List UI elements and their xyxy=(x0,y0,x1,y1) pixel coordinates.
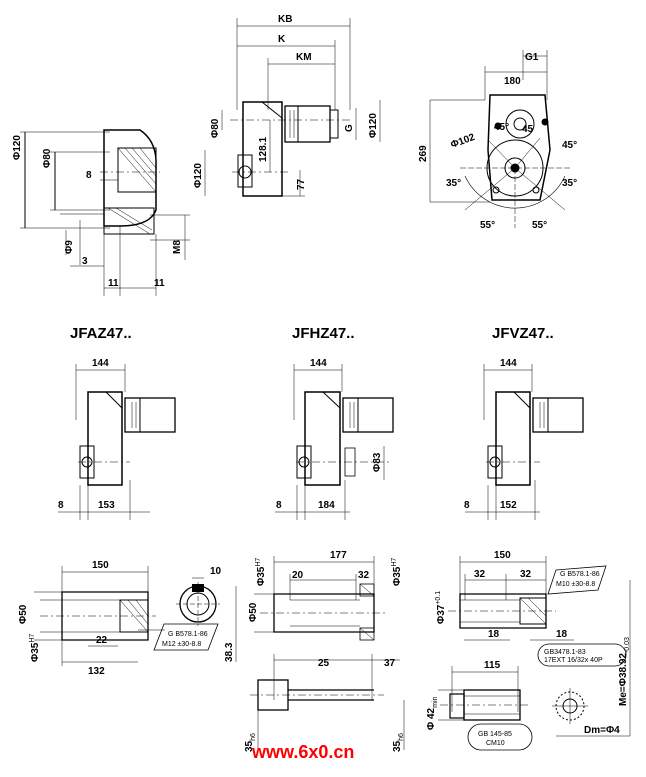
angle-35-left: 35° xyxy=(446,178,461,189)
dim-11-a: 11 xyxy=(108,278,119,289)
dim-kb: KB xyxy=(278,14,292,25)
jfaz47-view xyxy=(58,364,176,520)
shaftL-dim-132: 132 xyxy=(88,666,105,677)
angle-55-left: 55° xyxy=(480,220,495,231)
dim-269: 269 xyxy=(418,145,429,162)
jfhz-dim-184: 184 xyxy=(318,500,335,511)
dim-phi120: Φ120 xyxy=(12,135,23,160)
shaftR-standard-6: CM10 xyxy=(486,740,505,747)
shaftR-dim-150: 150 xyxy=(494,550,511,561)
dim-km: KM xyxy=(296,52,312,63)
dim-k: K xyxy=(278,34,286,45)
jfvz-dim-144: 144 xyxy=(500,358,517,369)
jfvz-dim-8: 8 xyxy=(464,500,470,511)
dim-11-b: 11 xyxy=(154,278,165,289)
shaftR-dim-32-b: 32 xyxy=(520,569,532,580)
angle-55-right: 55° xyxy=(532,220,547,231)
jfhz-dim-phi83: Φ83 xyxy=(372,452,383,472)
shaftL-dim-phi50: Φ50 xyxy=(18,604,29,624)
shaftR-dim-me: Me=Φ38.92-0.03 xyxy=(618,637,631,706)
dim-8: 8 xyxy=(86,170,92,181)
shaftR-dim-115: 115 xyxy=(484,660,501,671)
shaftL-dim-10: 10 xyxy=(210,566,222,577)
title-jfhz47: JFHZ47.. xyxy=(292,325,355,342)
splined-shaft-right xyxy=(438,556,631,751)
hollow-shaft-middle xyxy=(250,556,405,750)
shaftR-standard-2: M10 ±30-8.8 xyxy=(556,581,595,588)
watermark-text: www.6x0.cn xyxy=(251,742,354,762)
jfvz47-view xyxy=(465,364,584,520)
flange-section-view xyxy=(20,129,190,296)
gearmotor-side-view xyxy=(204,18,381,197)
title-jfvz47: JFVZ47.. xyxy=(492,325,554,342)
dim-g: G xyxy=(344,124,355,132)
hollow-shaft-left xyxy=(34,566,237,666)
shaftM-dim-phi50: Φ50 xyxy=(248,602,259,622)
dim-phi9: Φ9 xyxy=(64,240,75,254)
shaftR-dim-32-a: 32 xyxy=(474,569,486,580)
shaftM-dim-32: 32 xyxy=(358,570,370,581)
shaftM-dim-20: 20 xyxy=(292,570,304,581)
shaftM-dim-35h6-right: 35h6 xyxy=(392,733,405,752)
title-jfaz47: JFAZ47.. xyxy=(70,325,132,342)
shaftL-dim-38-3: 38.3 xyxy=(224,642,235,662)
shaftL-dim-150: 150 xyxy=(92,560,109,571)
dim-phi120-left: Φ120 xyxy=(193,163,204,188)
shaftR-dim-phi42: Φ 42min xyxy=(426,697,439,730)
dim-128-1: 128.1 xyxy=(258,137,269,162)
shaftL-standard-1: G B578.1-86 xyxy=(168,631,208,638)
dim-g1: G1 xyxy=(525,52,539,63)
jfaz-dim-144: 144 xyxy=(92,358,109,369)
dim-77: 77 xyxy=(296,178,307,190)
jfvz-dim-152: 152 xyxy=(500,500,517,511)
dim-phi80: Φ80 xyxy=(42,148,53,168)
shaftM-dim-35h6-left: 35h6 xyxy=(244,733,257,752)
jfaz-dim-8: 8 xyxy=(58,500,64,511)
gearmotor-end-view xyxy=(429,50,570,228)
shaftR-standard-5: GB 145-85 xyxy=(478,731,512,738)
dim-phi102: Φ102 xyxy=(449,132,477,151)
jfaz-dim-153: 153 xyxy=(98,500,115,511)
dim-3: 3 xyxy=(82,256,88,267)
shaftM-dim-phi35-right: Φ35H7 xyxy=(391,558,403,586)
shaftL-dim-phi35: Φ35H7 xyxy=(29,634,41,662)
angle-45-c: 45° xyxy=(562,140,577,151)
angle-45-b: 45 xyxy=(522,124,534,135)
shaftM-dim-177: 177 xyxy=(330,550,347,561)
shaftR-dim-18-b: 18 xyxy=(556,629,568,640)
angle-45-a: 45° xyxy=(494,122,509,133)
dim-m8: M8 xyxy=(172,240,183,254)
dim-180: 180 xyxy=(504,76,521,87)
shaftM-dim-37: 37 xyxy=(384,658,396,669)
shaftR-dim-dm: Dm=Φ4 xyxy=(584,725,620,736)
shaftL-dim-22: 22 xyxy=(96,635,108,646)
shaftR-standard-3: GB3478.1-83 xyxy=(544,649,586,656)
shaftR-standard-1: G B578.1-86 xyxy=(560,571,600,578)
shaftR-standard-4: 17EXT 16/32x 40P xyxy=(544,657,603,664)
jfhz-dim-144: 144 xyxy=(310,358,327,369)
dim-phi80-mid: Φ80 xyxy=(210,118,221,138)
jfhz47-view xyxy=(275,364,394,520)
shaftR-dim-18-a: 18 xyxy=(488,629,500,640)
dim-phi120-right: Φ120 xyxy=(368,113,379,138)
shaftM-dim-25: 25 xyxy=(318,658,330,669)
shaftL-standard-2: M12 ±30-8.8 xyxy=(162,641,201,648)
shaftM-dim-phi35-left: Φ35H7 xyxy=(255,558,267,586)
shaftR-dim-phi37: Φ37+0.1 xyxy=(435,591,447,624)
jfhz-dim-8: 8 xyxy=(276,500,282,511)
angle-35-right: 35° xyxy=(562,178,577,189)
